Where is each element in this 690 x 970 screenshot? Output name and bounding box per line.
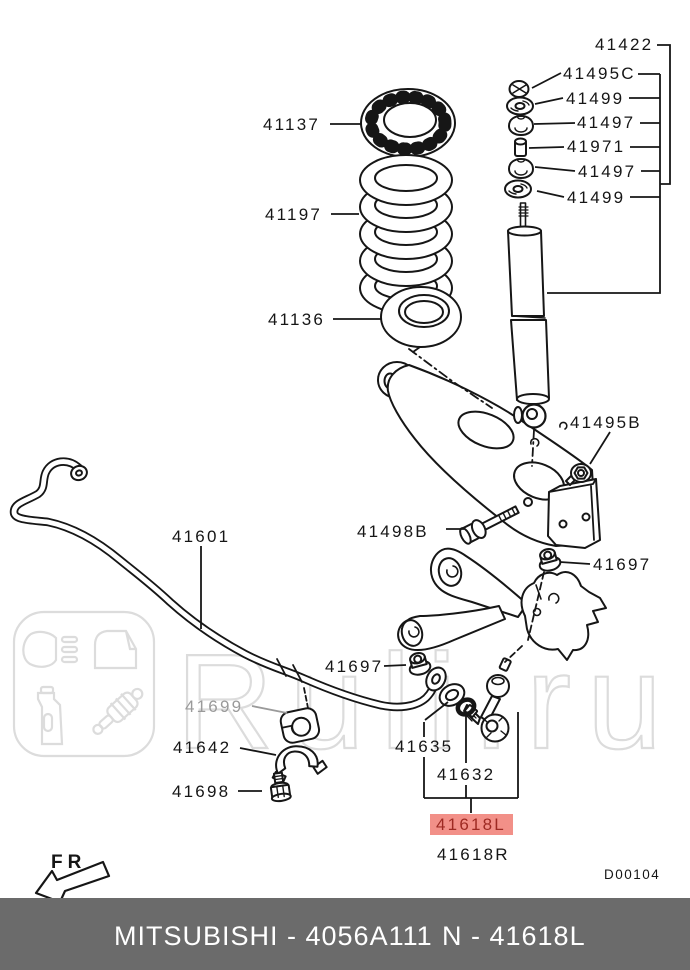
part-label-41495B[interactable]: 41495B — [570, 413, 642, 432]
bracket-bolt-drawing — [269, 771, 292, 803]
alignment-lines — [303, 348, 545, 709]
part-label-41697-link[interactable]: 41697 — [325, 657, 383, 676]
part-label-41499-lower[interactable]: 41499 — [567, 188, 625, 207]
spring-seat-drawing — [360, 88, 456, 158]
part-label-41495C[interactable]: 41495C — [563, 64, 636, 83]
part-label-41137[interactable]: 41137 — [263, 115, 320, 134]
shock-icon — [92, 687, 144, 735]
part-label-41422[interactable]: 41422 — [595, 35, 653, 54]
part-label-41601[interactable]: 41601 — [172, 527, 230, 546]
footer-brand-part: MITSUBISHI - 4056A111 — [114, 921, 433, 951]
shock-bolt-drawing — [565, 463, 592, 486]
part-label-41618L[interactable]: 41618L — [436, 815, 506, 834]
coil-spring-drawing — [359, 154, 453, 314]
part-labels: 41422 41495C 41499 41497 41971 41497 414… — [172, 35, 653, 864]
part-label-41618R[interactable]: 41618R — [437, 845, 510, 864]
arm-nut-drawing — [538, 547, 562, 572]
part-label-41498B[interactable]: 41498B — [357, 522, 429, 541]
shock-absorber-drawing — [507, 202, 550, 429]
bar-bushing-drawing — [279, 707, 321, 744]
spring-pad-drawing — [380, 286, 462, 353]
part-label-41136[interactable]: 41136 — [268, 310, 325, 329]
highlight-box — [430, 814, 513, 835]
headlight-icon — [22, 630, 58, 668]
part-label-41632[interactable]: 41632 — [437, 765, 495, 784]
knuckle-drawing — [520, 571, 607, 661]
footer-bar: MITSUBISHI - 4056A111 N - 41618L — [0, 898, 690, 970]
link-nut-drawing — [408, 651, 432, 676]
link-ring-drawing — [455, 697, 477, 717]
drawing-code: D00104 — [604, 867, 660, 882]
stabilizer-bar-drawing — [9, 457, 447, 712]
part-label-41698[interactable]: 41698 — [172, 782, 230, 801]
part-label-41197[interactable]: 41197 — [265, 205, 322, 224]
part-label-41642[interactable]: 41642 — [173, 738, 231, 757]
car-door-icon — [93, 629, 138, 670]
footer-part-number: N - 41618L — [442, 921, 586, 951]
leader-lines — [200, 44, 671, 813]
mount-hardware-drawing — [504, 80, 534, 199]
arm-bolt-drawing — [459, 505, 520, 545]
part-label-41635[interactable]: 41635 — [395, 737, 453, 756]
part-label-41497-upper[interactable]: 41497 — [577, 113, 635, 132]
part-label-41971[interactable]: 41971 — [567, 137, 625, 156]
part-label-41499-upper[interactable]: 41499 — [566, 89, 624, 108]
oil-can-icon — [36, 691, 64, 746]
part-label-41699[interactable]: 41699 — [185, 697, 243, 716]
suspension-arm-drawing — [377, 361, 601, 549]
lower-arm-drawing — [397, 605, 506, 651]
front-direction-label: FR — [51, 852, 86, 873]
part-label-41697-arm[interactable]: 41697 — [593, 555, 651, 574]
link-bushing-drawing — [438, 683, 466, 707]
part-label-41497-lower[interactable]: 41497 — [578, 162, 636, 181]
